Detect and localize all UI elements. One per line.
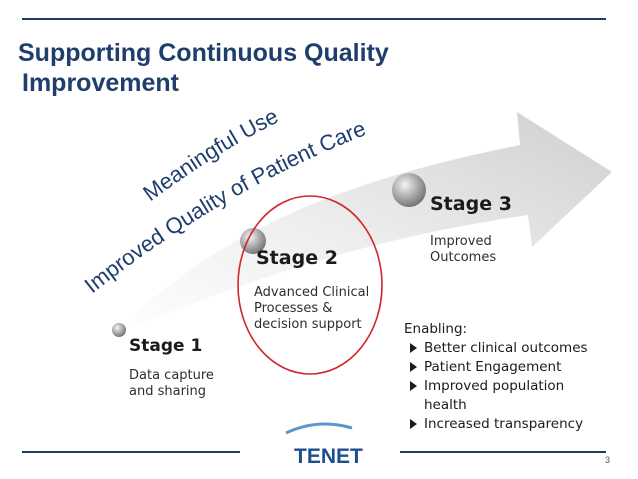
tenet-logo: TENET: [285, 422, 363, 468]
enabling-item-text: Increased transparency: [424, 416, 584, 432]
slide-title: Supporting Continuous Quality Improvemen…: [18, 38, 478, 98]
stage-2-desc-line: Processes &: [254, 301, 333, 316]
stage-3-desc: Improved Outcomes: [430, 234, 496, 266]
stage-1-title: Stage 1: [129, 336, 203, 356]
stage-2-desc-line: Advanced Clinical: [254, 285, 370, 300]
enabling-list: Enabling: Better clinical outcomes Patie…: [404, 320, 588, 434]
enabling-item-text: Patient Engagement: [424, 359, 562, 375]
enabling-item-text: Improved population: [424, 378, 565, 394]
enabling-items: Better clinical outcomes Patient Engagem…: [404, 339, 588, 434]
logo-swoosh: [285, 422, 353, 435]
stage-3-title: Stage 3: [430, 193, 512, 215]
enabling-item: Patient Engagement: [404, 358, 588, 377]
enabling-item-text: Better clinical outcomes: [424, 340, 588, 356]
enabling-item: Increased transparency: [404, 415, 588, 434]
stage-2-title: Stage 2: [256, 247, 338, 269]
stage-2-desc-line: decision support: [254, 317, 362, 332]
bullet-triangle-icon: [410, 419, 417, 429]
stage-1-desc-line: Data capture: [129, 368, 214, 383]
top-rule: [22, 18, 606, 20]
stage-3-desc-line: Improved: [430, 234, 492, 249]
stage-1-desc-line: and sharing: [129, 384, 207, 399]
stage-2-highlight-circle: [237, 195, 383, 375]
bullet-triangle-icon: [410, 381, 417, 391]
bottom-rule-right: [400, 451, 606, 453]
stage-3-marker: [392, 173, 426, 207]
page-number: 3: [604, 455, 610, 465]
title-line-1: Supporting Continuous Quality: [18, 39, 389, 67]
bullet-triangle-icon: [410, 343, 417, 353]
title-line-2: Improvement: [22, 69, 179, 97]
bullet-triangle-icon: [410, 362, 417, 372]
bottom-rule-left: [22, 451, 240, 453]
enabling-item-text-cont: health: [424, 397, 467, 413]
stage-2-desc: Advanced Clinical Processes & decision s…: [254, 285, 369, 333]
stage-1-marker: [112, 323, 126, 337]
enabling-item: Better clinical outcomes: [404, 339, 588, 358]
enabling-item: Improved population health: [404, 377, 588, 415]
stage-1-desc: Data capture and sharing: [129, 368, 214, 400]
stage-3-desc-line: Outcomes: [430, 250, 497, 265]
enabling-heading: Enabling:: [404, 321, 468, 337]
logo-text: TENET: [294, 445, 363, 468]
stage-2-marker: [240, 228, 266, 254]
